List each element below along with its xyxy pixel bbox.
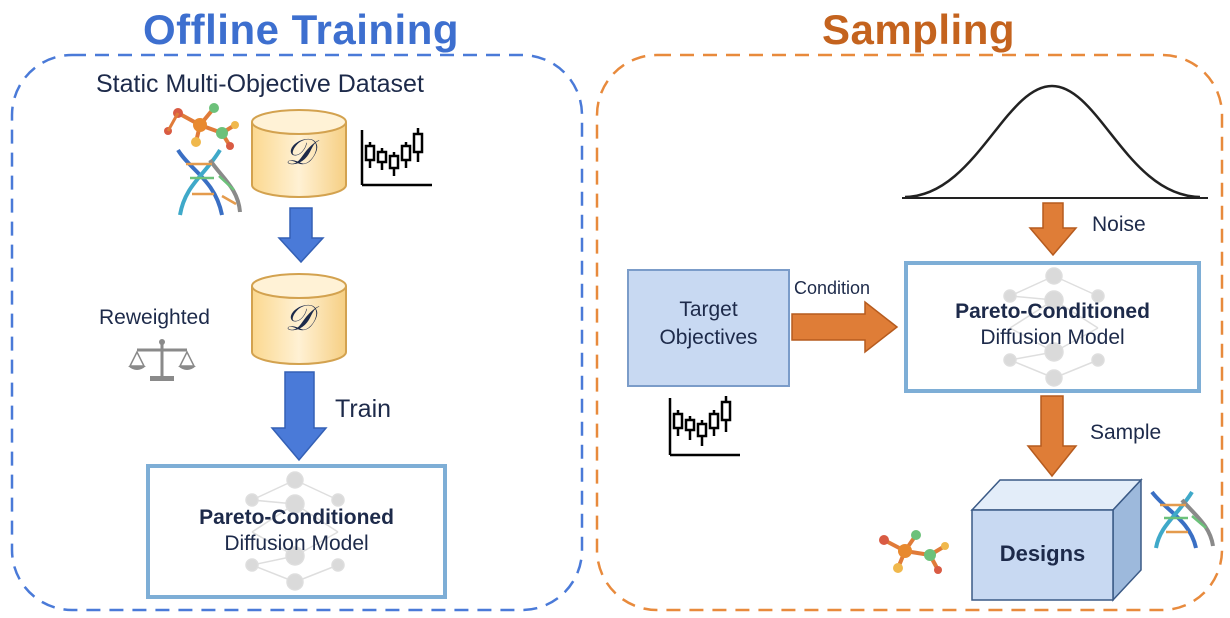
target-objectives-box bbox=[627, 269, 790, 387]
dna-icon-2 bbox=[1150, 490, 1215, 549]
neural-network-icon-2 bbox=[1003, 267, 1105, 387]
candlestick-chart-icon bbox=[360, 128, 432, 187]
sample-arrow bbox=[1026, 395, 1078, 478]
noise-label: Noise bbox=[1092, 213, 1146, 236]
dna-icon bbox=[176, 148, 242, 216]
offline-training-panel bbox=[10, 53, 584, 612]
train-label: Train bbox=[335, 395, 392, 423]
neural-network-icon bbox=[245, 471, 345, 591]
target-line2: Objectives bbox=[659, 326, 758, 349]
reweighted-dataset-cylinder bbox=[251, 273, 347, 365]
dataset-cylinder bbox=[251, 109, 347, 198]
molecule-icon bbox=[164, 103, 239, 150]
sample-label: Sample bbox=[1090, 421, 1162, 444]
right-model-title: Pareto-Conditioned bbox=[955, 300, 1150, 323]
molecule-icon-2 bbox=[879, 530, 949, 574]
condition-label: Condition bbox=[794, 278, 871, 298]
blue-down-arrow-2 bbox=[270, 371, 328, 462]
right-model-subtitle: Diffusion Model bbox=[980, 326, 1125, 349]
left-model-subtitle: Diffusion Model bbox=[224, 532, 369, 555]
sampling-panel bbox=[595, 53, 1224, 612]
balance-scale-icon bbox=[128, 339, 196, 381]
gaussian-curve-icon bbox=[902, 84, 1208, 199]
condition-arrow bbox=[791, 300, 899, 354]
candlestick-chart-icon-2 bbox=[668, 396, 740, 457]
left-model-title: Pareto-Conditioned bbox=[199, 506, 394, 529]
offline-training-title: Offline Training bbox=[143, 6, 460, 53]
dataset-symbol: 𝒟 bbox=[284, 132, 314, 173]
designs-label: Designs bbox=[999, 541, 1086, 566]
cube-icon bbox=[970, 478, 1143, 602]
target-line1: Target bbox=[679, 298, 738, 321]
noise-arrow bbox=[1028, 202, 1078, 257]
reweighted-dataset-symbol: 𝒟 bbox=[284, 298, 314, 339]
sampling-title: Sampling bbox=[822, 6, 1016, 53]
reweighted-label: Reweighted bbox=[99, 306, 210, 329]
blue-down-arrow-1 bbox=[277, 207, 325, 264]
dataset-label: Static Multi-Objective Dataset bbox=[96, 70, 424, 98]
